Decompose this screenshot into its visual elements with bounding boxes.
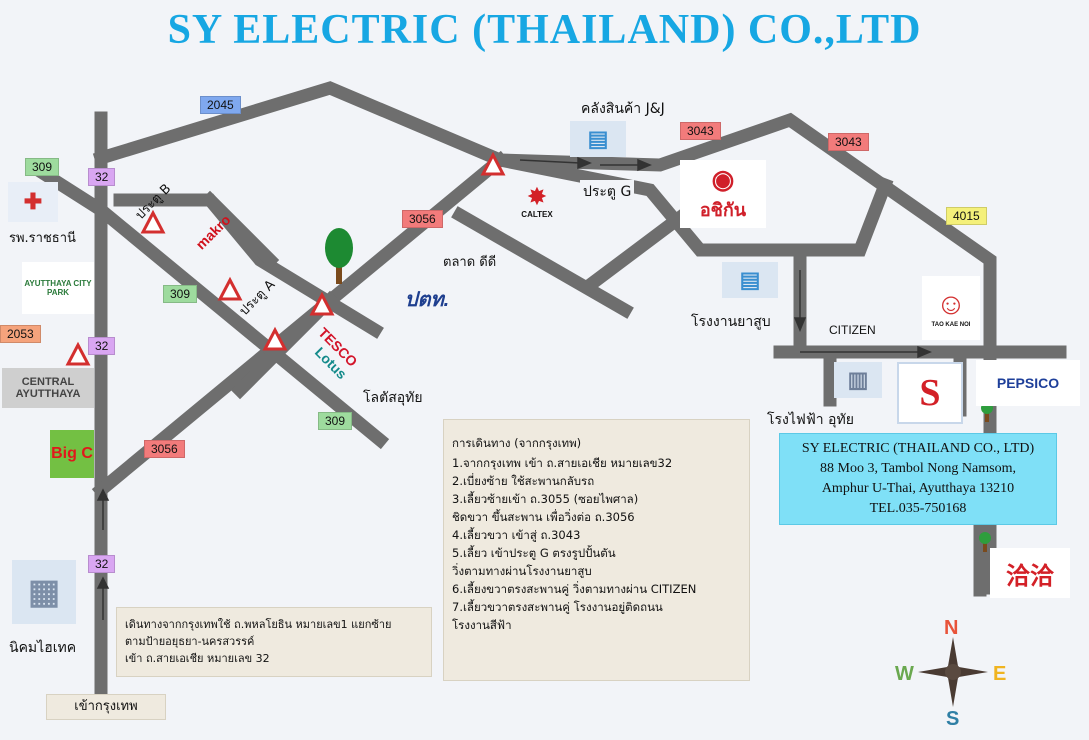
caltex-label: CALTEX xyxy=(521,209,553,219)
taokaenoi-label: TAO KAE NOI xyxy=(931,322,971,328)
sy-factory-logo: S xyxy=(897,362,963,424)
star-icon: ✸ xyxy=(527,183,547,209)
directions-box: การเดินทาง (จากกรุงเทพ) 1.จากกรุงเทพ เข้… xyxy=(443,419,750,681)
company-name: SY ELECTRIC (THAILAND CO., LTD) xyxy=(801,441,1035,456)
road-makro-2 xyxy=(200,190,280,270)
route-2053: 2053 xyxy=(0,325,41,343)
power-plant-icon: ▥ xyxy=(834,362,882,398)
direction-line: วิ่งตามทางผ่านโรงงานยาสูบ xyxy=(452,564,592,578)
direction-line: 7.เลี้ยวขวาตรงสะพานคู่ โรงงานอยู่ติดถนน xyxy=(452,600,663,614)
route-2045: 2045 xyxy=(200,96,241,114)
compass-west: W xyxy=(895,663,914,685)
route-4015: 4015 xyxy=(946,207,987,225)
achikan-logo: ◉ อชิกัน xyxy=(680,160,766,228)
compass-east: E xyxy=(993,663,1007,685)
route-309: 309 xyxy=(25,158,60,176)
hospital-label: รพ.ราชธานี xyxy=(6,226,79,249)
pepsico-logo: PEPSICO xyxy=(976,360,1080,406)
route-309: 309 xyxy=(163,285,198,303)
company-tel: TEL.035-750168 xyxy=(869,501,967,516)
direction-line: 3.เลี้ยวซ้ายเข้า ถ.3055 (ซอยไพศาล) xyxy=(452,492,639,506)
power-plant-label: โรงไฟฟ้า อุทัย xyxy=(764,408,857,432)
direction-line: 6.เลี้ยงขวาตรงสะพานคู่ วิ่งตามทางผ่าน CI… xyxy=(452,582,697,596)
ptt-logo: ปตท. xyxy=(404,289,450,311)
citizen-label: CITIZEN xyxy=(826,322,879,338)
road-dd xyxy=(451,206,634,319)
direction-line: ชิดขวา ขึ้นสะพาน เพื่อวิ่งต่อ ถ.3056 xyxy=(452,510,635,524)
building-icon: ▦ xyxy=(12,560,76,624)
taokaenoi-logo: ☺ TAO KAE NOI xyxy=(922,276,980,340)
route-32: 32 xyxy=(88,168,116,186)
compass-north: N xyxy=(944,617,959,639)
tree-icon xyxy=(325,228,353,284)
route-note-box: เดินทางจากกรุงเทพใช้ ถ.พหลโยธิน หมายเลข1… xyxy=(116,607,432,677)
route-3056: 3056 xyxy=(402,210,443,228)
warehouse-icon: ▤ xyxy=(570,121,626,157)
central-logo: CENTRAL AYUTTHAYA xyxy=(2,368,94,408)
lotus-place-label: โลตัสอุทัย xyxy=(360,386,426,410)
note-line: ตามป้ายอยุธยา-นครสวรรค์ xyxy=(125,635,255,648)
road-dd-2 xyxy=(580,200,700,295)
note-line: เข้า ถ.สายเอเชีย หมายเลข 32 xyxy=(125,652,270,665)
bangkok-entry-label: เข้ากรุงเทพ xyxy=(46,694,166,720)
company-address-2: Amphur U-Thai, Ayutthaya 13210 xyxy=(821,481,1015,496)
company-address-1: 88 Moo 3, Tambol Nong Namsom, xyxy=(820,461,1016,476)
pepsico-label: PEPSICO xyxy=(996,375,1060,391)
road-2045-3043 xyxy=(92,81,997,595)
swirl-icon: ◉ xyxy=(711,164,735,194)
directions-heading: การเดินทาง (จากกรุงเทพ) xyxy=(452,436,582,450)
hospital-icon: ✚ xyxy=(8,182,58,222)
page-title: SY ELECTRIC (THAILAND) CO.,LTD xyxy=(167,7,922,53)
route-32: 32 xyxy=(88,337,116,355)
dd-market-label: ตลาด ดีดี xyxy=(440,250,500,273)
compass-south: S xyxy=(946,708,960,730)
city-park-logo: AYUTTHAYA CITY PARK xyxy=(22,262,94,314)
jj-warehouse-label: คลังสินค้า J&J xyxy=(578,97,668,121)
factory-icon: ▤ xyxy=(722,262,778,298)
route-3043: 3043 xyxy=(680,122,721,140)
chacha-logo: 洽洽 xyxy=(990,548,1070,598)
route-309: 309 xyxy=(318,412,353,430)
route-3043: 3043 xyxy=(828,133,869,151)
route-32: 32 xyxy=(88,555,116,573)
face-icon: ☺ xyxy=(935,288,967,321)
company-info-box: SY ELECTRIC (THAILAND CO., LTD) 88 Moo 3… xyxy=(779,433,1057,525)
bigc-logo: Big C xyxy=(50,430,94,478)
direction-line: 5.เลี้ยว เข้าประตู G ตรงรูปปั้นตัน xyxy=(452,546,616,560)
gate-g-label: ประตู G xyxy=(580,180,635,204)
traffic-light-icon xyxy=(65,151,506,366)
route-3056: 3056 xyxy=(144,440,185,458)
direction-line: โรงงานสีฟ้า xyxy=(452,618,512,632)
direction-line: 1.จากกรุงเทพ เข้า ถ.สายเอเชีย หมายเลข32 xyxy=(452,456,673,470)
direction-line: 2.เบี่ยงซ้าย ใช้สะพานกลับรถ xyxy=(452,474,595,488)
hitech-label: นิคมไฮเทค xyxy=(6,636,80,660)
direction-line: 4.เลี้ยวขวา เข้าสู่ ถ.3043 xyxy=(452,528,581,542)
tobacco-label: โรงงานยาสูบ xyxy=(688,310,774,334)
compass-icon xyxy=(918,637,988,707)
caltex-logo: ✸ CALTEX xyxy=(515,180,559,222)
note-line: เดินทางจากกรุงเทพใช้ ถ.พหลโยธิน หมายเลข1… xyxy=(125,618,392,631)
achikan-label: อชิกัน xyxy=(699,200,747,220)
